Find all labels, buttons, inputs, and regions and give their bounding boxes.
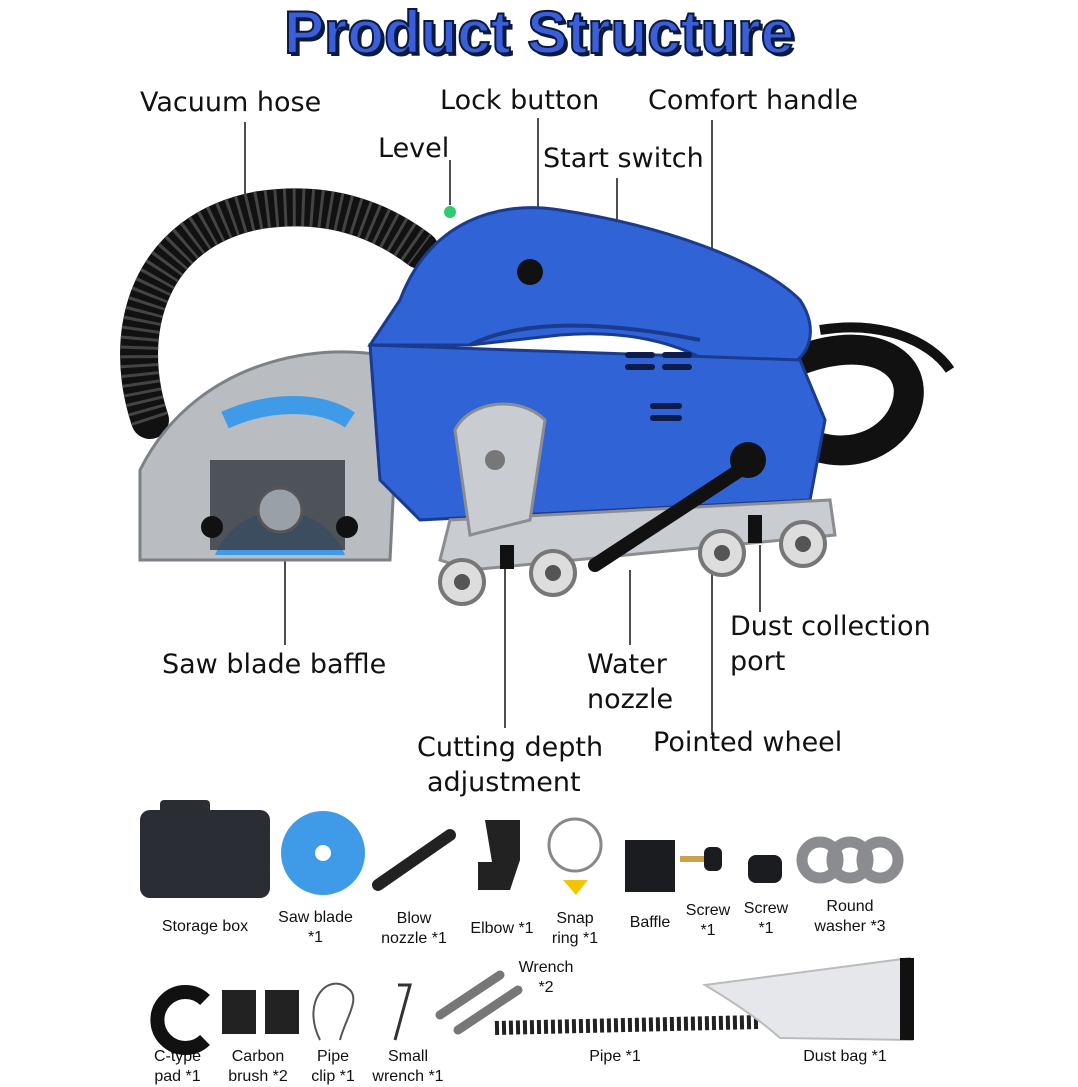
- wheels: [438, 520, 827, 606]
- water-nozzle: [500, 545, 514, 569]
- baffle-img: [625, 840, 675, 892]
- guard-knob-left: [201, 516, 223, 538]
- handle-gap: [469, 323, 701, 347]
- level-indicator: [444, 206, 456, 218]
- guard-window: [221, 396, 355, 429]
- label-start-switch: Start switch: [543, 143, 704, 174]
- depth-bracket: [453, 402, 547, 537]
- power-cord: [819, 322, 955, 373]
- screw-img-2: [748, 855, 782, 883]
- blow-nozzle-img: [372, 829, 456, 891]
- label-dust-collection-2: port: [730, 646, 786, 677]
- label-level: Level: [378, 133, 450, 164]
- storage-box-img: [140, 810, 270, 898]
- depth-adjust-knob: [485, 450, 505, 470]
- vacuum-hose-ribs: [120, 188, 432, 426]
- label-water-nozzle-1: Water: [587, 649, 667, 680]
- acc-elbow: Elbow *1: [470, 920, 534, 937]
- label-saw-blade-baffle: Saw blade baffle: [162, 649, 387, 680]
- dust-bag-img: [702, 956, 914, 1042]
- carbon-brush-img-2: [265, 990, 299, 1034]
- acc-screw-2: Screw*1: [743, 900, 789, 937]
- wrench-img-1: [435, 970, 505, 1020]
- page-title: Product Structure: [283, 0, 795, 67]
- acc-saw-blade: Saw blade*1: [278, 909, 353, 946]
- rear-hose: [793, 334, 924, 466]
- motor-housing: [368, 343, 827, 522]
- small-wrench-img: [393, 983, 412, 1041]
- vent-slots: [625, 352, 692, 421]
- acc-wrench: Wrench*2: [518, 959, 574, 996]
- elbow-img: [478, 820, 520, 890]
- acc-pipe: Pipe *1: [589, 1048, 641, 1065]
- label-comfort-handle: Comfort handle: [648, 85, 858, 116]
- wrench-img-2: [453, 985, 523, 1035]
- label-lock-button: Lock button: [440, 85, 600, 116]
- wrench-handle: [588, 463, 747, 572]
- label-dust-collection-1: Dust collection: [730, 611, 931, 642]
- pipe-img: [494, 1015, 761, 1035]
- lock-button: [517, 259, 543, 285]
- acc-screw-1: Screw*1: [685, 902, 731, 939]
- acc-dust-bag: Dust bag *1: [803, 1048, 887, 1065]
- acc-baffle: Baffle: [629, 914, 671, 931]
- c-type-pad-img: [150, 985, 210, 1055]
- label-vacuum-hose: Vacuum hose: [140, 87, 322, 118]
- snap-ring-img: [547, 817, 603, 873]
- leader-lines: [244, 118, 761, 735]
- label-pointed-wheel: Pointed wheel: [653, 727, 843, 758]
- label-water-nozzle-2: nozzle: [587, 684, 674, 715]
- screw-img-1: [680, 856, 704, 862]
- comfort-handle: [367, 206, 812, 372]
- dust-port: [748, 515, 762, 543]
- guard-knob-right: [336, 516, 358, 538]
- arbor-nut: [256, 486, 304, 534]
- wrench-knob: [730, 442, 766, 478]
- acc-storage-box: Storage box: [161, 918, 249, 935]
- round-washers-img: [796, 836, 904, 884]
- label-cutting-depth-2: adjustment: [427, 767, 581, 798]
- label-cutting-depth-1: Cutting depth: [417, 732, 604, 763]
- pipe-clip-img: [312, 982, 355, 1041]
- carbon-brush-img-1: [222, 990, 256, 1034]
